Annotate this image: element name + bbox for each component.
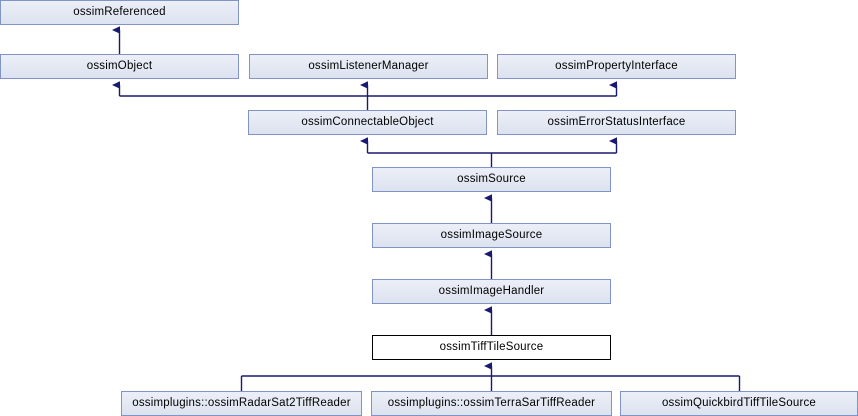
node-ossim-listener-manager[interactable]: ossimListenerManager (249, 54, 488, 79)
node-ossim-referenced[interactable]: ossimReferenced (0, 0, 239, 25)
node-label: ossimplugins::ossimRadarSat2TiffReader (132, 396, 351, 409)
node-label: ossimErrorStatusInterface (547, 115, 686, 128)
node-label: ossimTiffTileSource (439, 340, 544, 353)
node-label: ossimListenerManager (308, 59, 429, 72)
node-ossim-error-status-interface[interactable]: ossimErrorStatusInterface (497, 110, 736, 135)
node-ossim-tiff-tile-source[interactable]: ossimTiffTileSource (372, 335, 611, 360)
node-ossim-connectable-object[interactable]: ossimConnectableObject (248, 110, 487, 135)
node-ossim-quickbird-tiff-tile-source[interactable]: ossimQuickbirdTiffTileSource (620, 391, 858, 416)
node-label: ossimSource (457, 172, 526, 185)
node-ossimplugins-ossim-radarsat2-tiff-reader[interactable]: ossimplugins::ossimRadarSat2TiffReader (121, 391, 362, 416)
node-label: ossimObject (86, 59, 153, 72)
node-ossim-image-handler[interactable]: ossimImageHandler (372, 279, 611, 304)
node-label: ossimQuickbirdTiffTileSource (661, 396, 817, 409)
node-label: ossimImageHandler (438, 284, 545, 297)
node-label: ossimPropertyInterface (555, 59, 678, 72)
node-label: ossimReferenced (73, 5, 166, 18)
node-ossim-property-interface[interactable]: ossimPropertyInterface (497, 54, 736, 79)
node-label: ossimConnectableObject (301, 115, 434, 128)
node-ossimplugins-ossim-terrasar-tiff-reader[interactable]: ossimplugins::ossimTerraSarTiffReader (371, 391, 612, 416)
node-label: ossimImageSource (440, 228, 543, 241)
node-label: ossimplugins::ossimTerraSarTiffReader (387, 396, 596, 409)
node-ossim-image-source[interactable]: ossimImageSource (372, 223, 611, 248)
node-ossim-source[interactable]: ossimSource (372, 167, 611, 192)
node-ossim-object[interactable]: ossimObject (0, 54, 239, 79)
